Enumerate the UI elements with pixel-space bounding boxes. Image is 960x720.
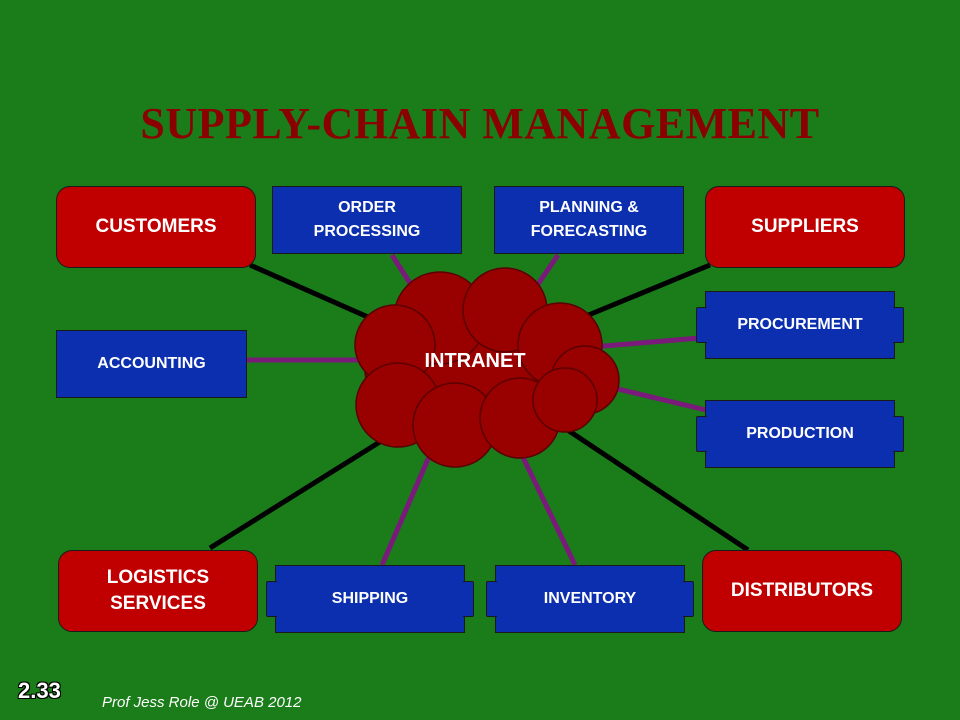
planning-forecasting-node: PLANNING & FORECASTING: [494, 186, 684, 254]
shipping-label: SHIPPING: [331, 590, 409, 607]
shipping-node: SHIPPING: [275, 565, 465, 633]
production-label: PRODUCTION: [746, 425, 854, 442]
slide-title: SUPPLY-CHAIN MANAGEMENT: [140, 99, 820, 148]
inventory-node: INVENTORY: [495, 565, 685, 633]
distributors-label: DISTRIBUTORS: [730, 580, 874, 602]
order-processing-label: ORDER PROCESSING: [313, 199, 421, 240]
inventory-label: INVENTORY: [543, 590, 637, 607]
production-node: PRODUCTION: [705, 400, 895, 468]
suppliers-node: SUPPLIERS: [705, 186, 905, 268]
intranet-label: INTRANET: [424, 350, 526, 372]
accounting-node: ACCOUNTING: [56, 330, 247, 398]
planning-forecasting-label: PLANNING & FORECASTING: [530, 199, 648, 240]
procurement-label: PROCUREMENT: [737, 316, 863, 333]
distributors-node: DISTRIBUTORS: [702, 550, 902, 632]
slide-number: 2.33: [18, 678, 61, 703]
customers-label: CUSTOMERS: [95, 216, 217, 238]
intranet-cloud: [354, 267, 620, 468]
procurement-node: PROCUREMENT: [705, 291, 895, 359]
customers-node: CUSTOMERS: [56, 186, 256, 268]
order-processing-node: ORDER PROCESSING: [272, 186, 462, 254]
suppliers-label: SUPPLIERS: [751, 216, 859, 238]
footer-credit: Prof Jess Role @ UEAB 2012: [102, 694, 302, 711]
logistics-services-label: LOGISTICS SERVICES: [106, 567, 210, 614]
accounting-label: ACCOUNTING: [97, 355, 206, 372]
logistics-services-node: LOGISTICS SERVICES: [58, 550, 258, 632]
